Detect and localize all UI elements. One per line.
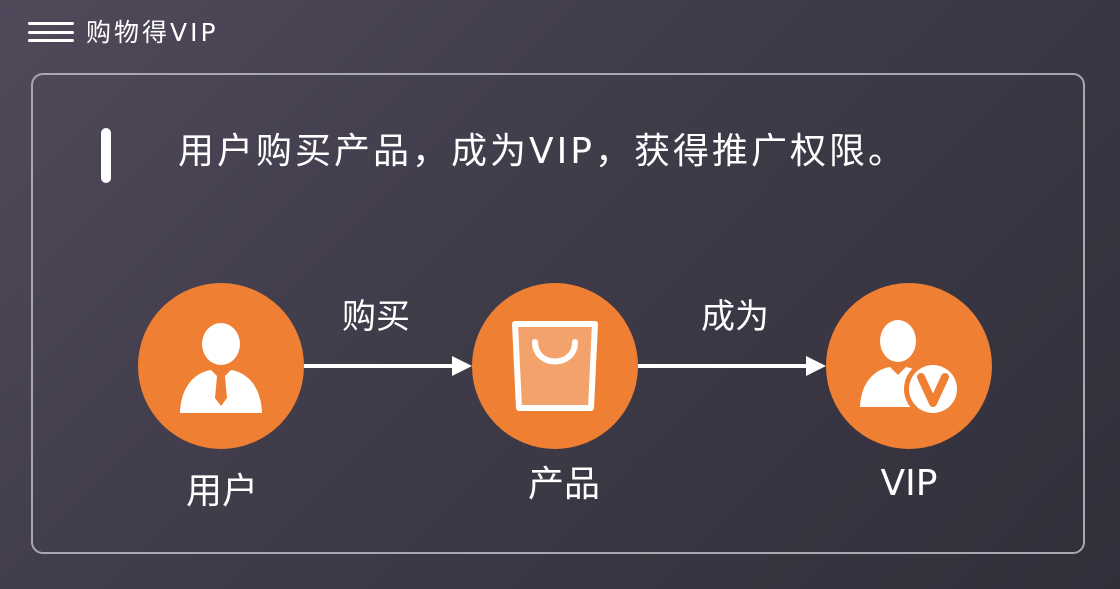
header-title: 购物得VIP: [86, 17, 219, 47]
header: 购物得VIP: [28, 14, 219, 50]
arrow-become: [638, 354, 826, 378]
headline: 用户购买产品，成为VIP，获得推广权限。: [178, 131, 907, 172]
vip-user-icon: [860, 320, 962, 418]
menu-icon[interactable]: [28, 22, 74, 42]
arrow-label-become: 成为: [701, 297, 769, 337]
content-card: [31, 73, 1085, 554]
node-label-product: 产品: [527, 464, 601, 505]
accent-bar: [101, 128, 111, 183]
arrow-buy: [304, 354, 472, 378]
node-product: [472, 283, 638, 449]
user-icon: [180, 323, 262, 413]
node-label-user: 用户: [185, 471, 259, 512]
arrow-label-buy: 购买: [342, 297, 410, 337]
node-user: [138, 283, 304, 449]
shopping-bag-icon: [512, 321, 598, 411]
node-vip: [826, 283, 992, 449]
node-label-vip: VIP: [880, 463, 938, 504]
